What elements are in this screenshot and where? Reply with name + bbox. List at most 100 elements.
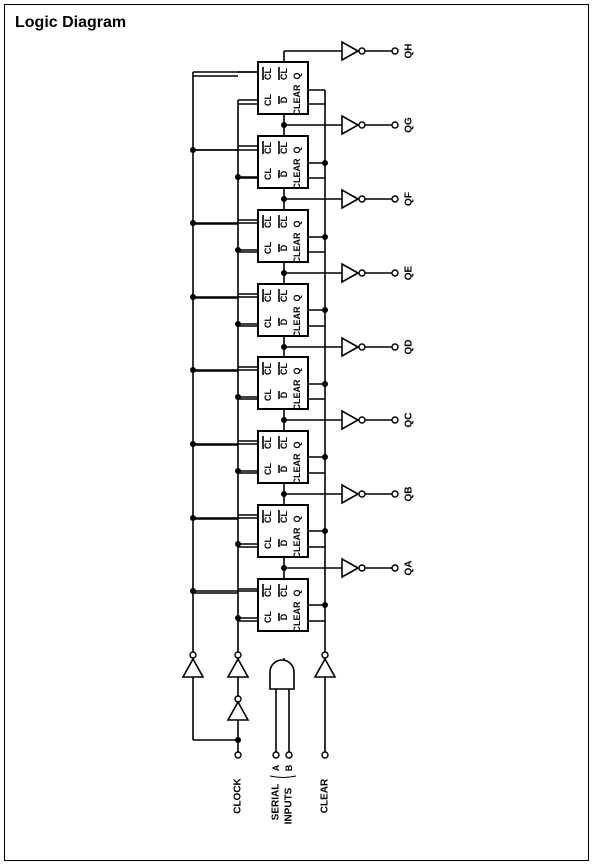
cl-bar-label: CL xyxy=(263,68,273,80)
clock-input-label: CLOCK xyxy=(233,777,244,813)
clear-label: CLEAR xyxy=(292,306,302,337)
d-label: D xyxy=(279,539,289,546)
cl-bar-label-2: CL xyxy=(279,216,289,228)
clear-label: CLEAR xyxy=(292,379,302,410)
cl-bar-label: CL xyxy=(263,437,273,449)
inversion-bubble xyxy=(391,121,399,129)
cl-label: CL xyxy=(263,242,273,254)
output-label-qd: QD xyxy=(404,340,415,355)
cl-label: CL xyxy=(263,94,273,106)
flip-flop-box xyxy=(257,61,309,115)
flip-flop-box xyxy=(257,356,309,410)
clear-buffer xyxy=(313,657,337,678)
inversion-bubble xyxy=(321,751,329,759)
output-stage-QB: QB xyxy=(281,483,415,505)
clock-buffer-right xyxy=(226,657,250,678)
flip-flop-box xyxy=(257,283,309,337)
output-buffer xyxy=(341,336,360,358)
d-label: D xyxy=(279,465,289,472)
flip-flop-box xyxy=(257,430,309,484)
inversion-bubble xyxy=(358,269,366,277)
output-stage-QA: QA xyxy=(281,557,415,579)
cl-bar-label-2: CL xyxy=(279,363,289,375)
clear-input-label: CLEAR xyxy=(320,778,331,813)
cl-label: CL xyxy=(263,316,273,328)
output-buffer xyxy=(341,262,360,284)
inputs-label: INPUTS xyxy=(284,787,295,824)
diagram-frame xyxy=(4,4,589,861)
output-stage-QG: QG xyxy=(281,114,415,136)
q-label: Q xyxy=(292,589,302,596)
cl-label: CL xyxy=(263,463,273,475)
and-gate xyxy=(269,659,295,690)
cl-bar-label: CL xyxy=(263,216,273,228)
output-stage-QD: QD xyxy=(281,336,415,358)
output-label-qg: QG xyxy=(404,117,415,133)
cl-bar-label: CL xyxy=(263,142,273,154)
clock-buffer-left xyxy=(181,657,205,678)
clear-label: CLEAR xyxy=(292,158,302,189)
cl-bar-label-2: CL xyxy=(279,585,289,597)
inversion-bubble xyxy=(234,651,242,659)
serial-a-label: A xyxy=(271,764,281,771)
serial-b-label: B xyxy=(284,764,294,771)
output-buffer xyxy=(341,409,360,431)
flip-flop-box xyxy=(257,578,309,632)
output-label-qf: QF xyxy=(404,192,415,206)
cl-bar-label-2: CL xyxy=(279,290,289,302)
output-stage-QC: QC xyxy=(281,409,415,431)
inversion-bubble xyxy=(358,121,366,129)
serial-label: SERIAL xyxy=(271,784,282,821)
inversion-bubble xyxy=(272,751,280,759)
inversion-bubble xyxy=(358,195,366,203)
cl-bar-label: CL xyxy=(263,585,273,597)
d-label: D xyxy=(279,244,289,251)
inversion-bubble xyxy=(358,490,366,498)
output-buffer xyxy=(341,114,360,136)
cl-label: CL xyxy=(263,537,273,549)
output-buffer xyxy=(341,188,360,210)
page-title: Logic Diagram xyxy=(15,14,127,31)
clear-label: CLEAR xyxy=(292,453,302,484)
inversion-bubble xyxy=(189,651,197,659)
inversion-bubble xyxy=(391,269,399,277)
q-label: Q xyxy=(292,367,302,374)
output-stage-QH: QH xyxy=(283,40,415,62)
flip-flop-box xyxy=(257,209,309,263)
inversion-bubble xyxy=(358,416,366,424)
cl-bar-label: CL xyxy=(263,363,273,375)
d-label: D xyxy=(279,170,289,177)
inversion-bubble xyxy=(391,490,399,498)
output-label-qe: QE xyxy=(404,265,415,280)
clear-label: CLEAR xyxy=(292,232,302,263)
flip-flop-6: CL CL CL D Q CLEAR xyxy=(193,209,325,264)
q-label: Q xyxy=(292,146,302,153)
q-label: Q xyxy=(292,72,302,79)
cl-bar-label-2: CL xyxy=(279,68,289,80)
inversion-bubble xyxy=(358,564,366,572)
flip-flop-box xyxy=(257,135,309,189)
brace xyxy=(269,775,297,778)
inversion-bubble xyxy=(391,343,399,351)
cl-bar-label-2: CL xyxy=(279,142,289,154)
clear-label: CLEAR xyxy=(292,84,302,115)
cl-bar-label: CL xyxy=(263,290,273,302)
flip-flop-box xyxy=(257,504,309,558)
output-buffer xyxy=(341,40,360,62)
output-label-qh: QH xyxy=(404,44,415,59)
inversion-bubble xyxy=(391,195,399,203)
output-buffer xyxy=(341,557,360,579)
q-label: Q xyxy=(292,220,302,227)
d-label: D xyxy=(279,96,289,103)
q-label: Q xyxy=(292,441,302,448)
inversion-bubble xyxy=(391,564,399,572)
q-label: Q xyxy=(292,294,302,301)
flip-flop-8: CL CL CL D Q CLEAR xyxy=(193,61,325,116)
